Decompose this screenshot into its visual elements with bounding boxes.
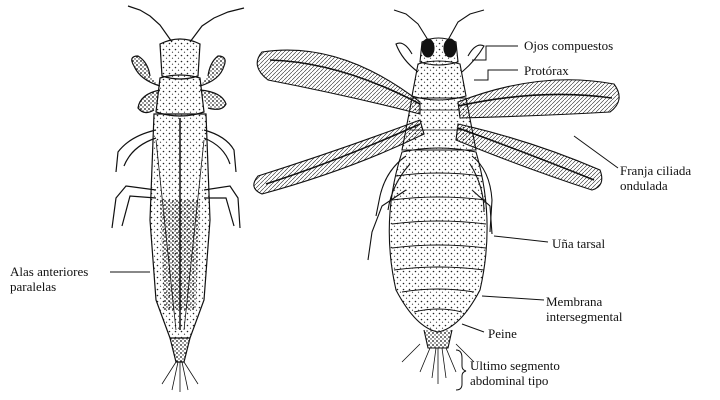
label-peine: Peine: [488, 326, 517, 341]
left-insect: [112, 6, 244, 392]
label-ojos-compuestos: Ojos compuestos: [524, 38, 613, 53]
label-una-tarsal: Uña tarsal: [552, 236, 605, 251]
label-membrana-intersegmental: Membrana intersegmental: [546, 294, 656, 324]
label-ultimo-segmento: Ultimo segmento abdominal tipo: [470, 358, 590, 388]
label-franja-ciliada: Franja ciliada ondulada: [620, 163, 700, 193]
label-protorax: Protórax: [524, 63, 569, 78]
label-alas-anteriores: Alas anteriores paralelas: [10, 264, 114, 294]
